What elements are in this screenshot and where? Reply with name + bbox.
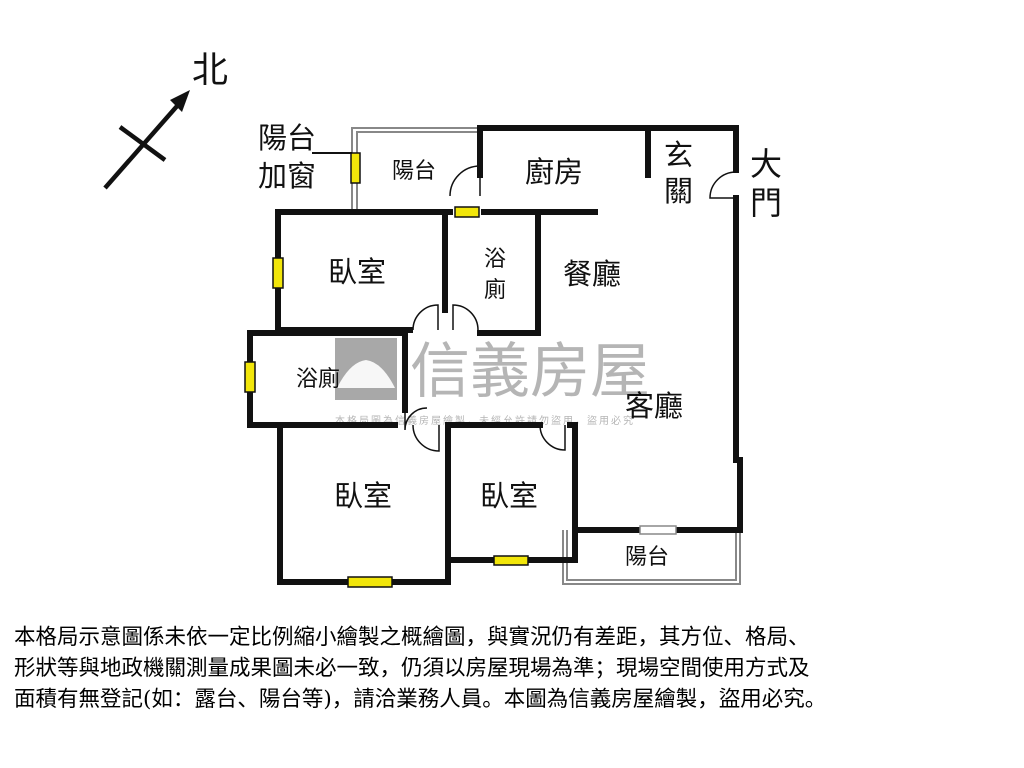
window-balcony-addon (350, 152, 361, 184)
windows (244, 152, 529, 588)
north-compass: 北 (103, 50, 228, 190)
label-balcony-window-1: 陽台 (258, 121, 316, 155)
north-label: 北 (192, 50, 228, 91)
label-bedroom-bottom-mid: 臥室 (480, 479, 538, 513)
label-kitchen: 廚房 (525, 155, 583, 189)
disclaimer-line: 形狀等與地政機關測量成果圖未必一致，仍須以房屋現場為準；現場空間使用方式及 (14, 656, 810, 681)
label-bath-left: 浴廁 (296, 367, 340, 392)
label-balcony-bottom: 陽台 (625, 545, 669, 570)
room-labels: 陽台 加窗 陽台 廚房 玄 關 大 門 臥室 浴 廁 餐廳 浴廁 客廳 臥室 臥… (258, 121, 782, 570)
label-dining: 餐廳 (563, 257, 621, 291)
label-balcony-window-2: 加窗 (258, 159, 316, 193)
label-bedroom-bottom-left: 臥室 (334, 479, 392, 513)
balcony-outlines (351, 127, 741, 585)
doors (404, 165, 737, 535)
label-bath-top-2: 廁 (484, 278, 506, 303)
watermark-brand: 信義房屋 (410, 337, 650, 407)
floor-plan: 北 信義房屋 本格局圖為信義房屋繪製，未經允許請勿盜用，盜用必究 (103, 50, 782, 588)
window-kitchen-passage (454, 206, 480, 218)
window-bedroom-top (272, 257, 284, 289)
walls (247, 125, 743, 585)
label-main-door-2: 門 (750, 184, 782, 222)
window-bedroom-bottom-left (347, 576, 393, 588)
label-living: 客廳 (625, 389, 683, 423)
disclaimer-line: 面積有無登記(如：露台、陽台等)，請洽業務人員。本圖為信義房屋繪製，盜用必究。 (14, 687, 827, 712)
label-foyer-1: 玄 (664, 138, 693, 172)
disclaimer-text: 本格局示意圖係未依一定比例縮小繪製之概繪圖，與實況仍有差距，其方位、格局、 形狀… (14, 622, 1014, 715)
label-bedroom-top: 臥室 (328, 255, 386, 289)
window-bedroom-bottom-mid (493, 555, 529, 566)
disclaimer-line: 本格局示意圖係未依一定比例縮小繪製之概繪圖，與實況仍有差距，其方位、格局、 (14, 625, 810, 650)
label-bath-top-1: 浴 (484, 247, 506, 272)
label-main-door-1: 大 (750, 145, 782, 183)
label-foyer-2: 關 (664, 174, 693, 208)
window-bath-left (244, 361, 256, 393)
label-balcony-top: 陽台 (392, 159, 436, 184)
watermark: 信義房屋 本格局圖為信義房屋繪製，未經允許請勿盜用，盜用必究 (335, 337, 650, 427)
